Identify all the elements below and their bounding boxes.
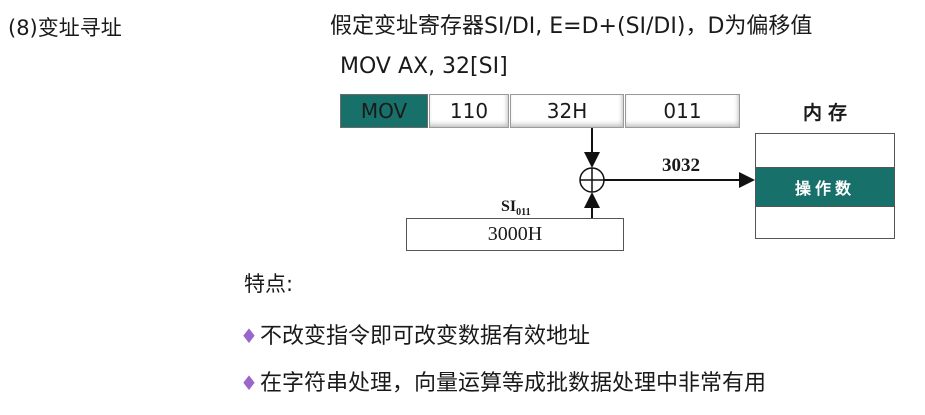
instruction-field-displacement: 32H bbox=[510, 94, 624, 128]
feature-item: ♦在字符串处理，向量运算等成批数据处理中非常有用 bbox=[240, 365, 766, 397]
index-register-box: 3000H bbox=[406, 218, 624, 251]
instruction-field-register: 011 bbox=[625, 94, 740, 128]
addressing-description: 假定变址寄存器SI/DI, E=D+(SI/DI)，D为偏移值 bbox=[330, 14, 813, 39]
diamond-bullet-icon: ♦ bbox=[240, 371, 258, 395]
memory-operand-cell: 操作数 bbox=[755, 167, 895, 207]
adder-icon bbox=[579, 167, 605, 193]
feature-item: ♦不改变指令即可改变数据有效地址 bbox=[240, 318, 590, 350]
diamond-bullet-icon: ♦ bbox=[240, 324, 258, 348]
instruction-example: MOV AX, 32[SI] bbox=[340, 54, 508, 79]
memory-label: 内存 bbox=[803, 102, 854, 124]
register-name: SI bbox=[501, 198, 517, 215]
instruction-field-opcode: MOV bbox=[340, 94, 428, 128]
feature-text: 在字符串处理，向量运算等成批数据处理中非常有用 bbox=[259, 371, 766, 396]
index-register-label: SI011 bbox=[501, 198, 531, 218]
section-title: (8)变址寻址 bbox=[8, 16, 122, 40]
instruction-field-mode: 110 bbox=[429, 94, 509, 128]
register-code: 011 bbox=[516, 207, 531, 219]
feature-text: 不改变指令即可改变数据有效地址 bbox=[259, 324, 590, 349]
effective-address-label: 3032 bbox=[662, 155, 700, 176]
features-title: 特点: bbox=[244, 272, 294, 296]
